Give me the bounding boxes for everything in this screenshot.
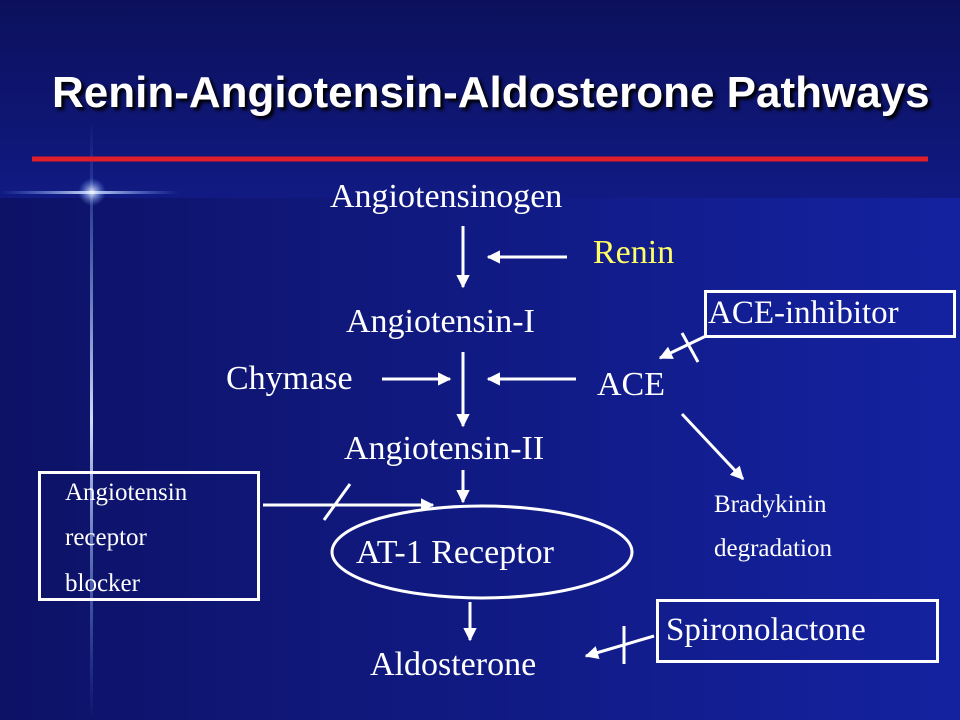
- spironolactone-box: [656, 599, 939, 663]
- arrow-ace-inhibitor: [658, 334, 707, 360]
- block-bar-ace-inhibitor: [680, 332, 700, 363]
- at1-receptor-ellipse: [330, 504, 634, 600]
- node-spironolactone: Spironolactone: [666, 612, 866, 648]
- arrow-spironolactone: [584, 634, 655, 660]
- node-angiotensin-i: Angiotensin-I: [346, 303, 535, 340]
- node-renin: Renin: [593, 234, 675, 271]
- node-bradykinin-line1: Bradykinin: [714, 491, 827, 518]
- arrow-ace-to-bradykinin: [680, 412, 745, 481]
- node-at1-receptor: AT-1 Receptor: [356, 534, 554, 571]
- star-flare-decoration: [0, 120, 180, 720]
- arb-box: [38, 471, 260, 601]
- ace-inhibitor-box: [704, 290, 956, 338]
- slide-title: Renin-Angiotensin-Aldosterone Pathways: [52, 68, 930, 117]
- node-chymase: Chymase: [226, 360, 353, 397]
- node-arb-line2: receptor: [65, 524, 147, 551]
- node-aldosterone: Aldosterone: [370, 646, 537, 683]
- node-bradykinin-line2: degradation: [714, 535, 833, 562]
- block-bar-arb: [322, 483, 352, 521]
- node-arb-line3: blocker: [65, 570, 140, 597]
- node-angiotensin-ii: Angiotensin-II: [344, 430, 545, 467]
- content-area-background: [0, 198, 960, 720]
- node-ace-inhibitor: ACE-inhibitor: [708, 295, 899, 331]
- node-ace: ACE: [597, 366, 665, 403]
- node-arb-line1: Angiotensin: [65, 479, 188, 506]
- title-area-background: [0, 0, 960, 198]
- node-angiotensinogen: Angiotensinogen: [330, 178, 563, 215]
